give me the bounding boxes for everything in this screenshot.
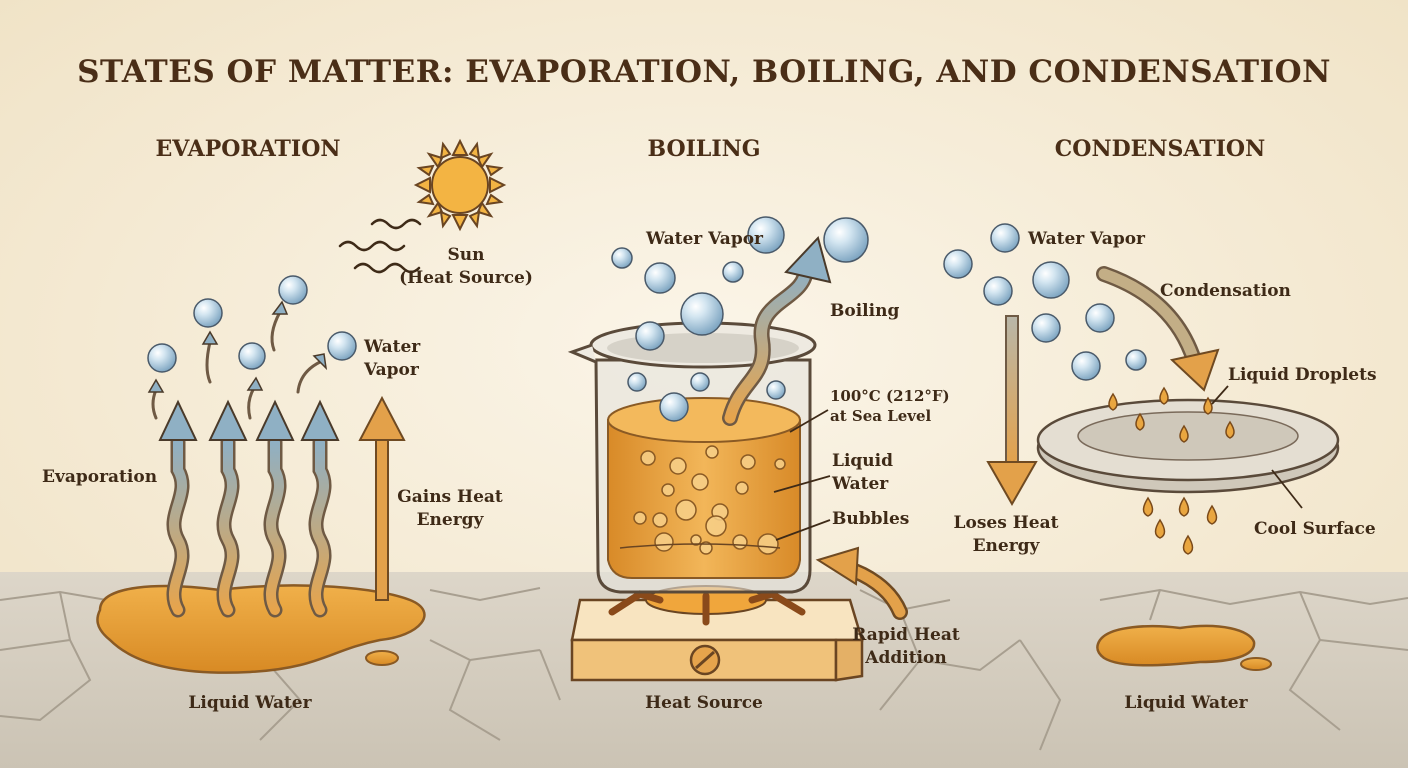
evaporation-arrows [166,434,332,618]
gains-heat-arrow [358,395,406,601]
cool-surface-label: Cool Surface [1254,519,1376,539]
stove [570,585,864,682]
sun-icon [413,138,507,232]
heat-waves-icon [338,218,422,274]
evap-liquid-water-label: Liquid Water [188,693,312,713]
cond-liquid-water-label: Liquid Water [1124,693,1248,713]
puddle-right [1096,624,1256,667]
cond-water-vapor-label: Water Vapor [1028,229,1145,249]
boiling-label: Boiling [830,301,900,321]
gains-heat-label: Gains Heat Energy [397,487,503,530]
condensation-label: Condensation [1160,281,1291,301]
liquid-droplets-label: Liquid Droplets [1228,365,1377,385]
evap-water-vapor-label: Water Vapor [364,337,421,380]
condensation-panel [943,223,1340,671]
page-title: STATES OF MATTER: EVAPORATION, BOILING, … [77,54,1331,90]
temperature-label: 100°C (212°F) at Sea Level [830,387,950,426]
evaporation-label: Evaporation [42,467,158,487]
boiling-arrow [722,236,832,426]
boiling-heading: BOILING [647,136,761,162]
heat-source-label: Heat Source [645,693,763,713]
condensation-arrow [1096,266,1220,392]
pot [567,321,817,594]
bubbles-label: Bubbles [832,509,910,529]
loses-heat-arrow [986,315,1038,507]
condensation-heading: CONDENSATION [1054,136,1266,162]
cool-surface-plate [1036,398,1340,494]
evaporation-panel [96,138,507,674]
liquid-droplets [1108,386,1235,555]
boil-water-vapor-label: Water Vapor [646,229,763,249]
sun-label: Sun (Heat Source) [399,245,533,288]
rapid-heat-arrow [815,546,908,620]
evaporation-heading: EVAPORATION [155,136,341,162]
boiling-panel [567,216,908,682]
rapid-heat-label: Rapid Heat Addition [852,625,960,668]
loses-heat-label: Loses Heat Energy [953,513,1059,556]
boil-liquid-water-label: Liquid Water [832,451,894,494]
